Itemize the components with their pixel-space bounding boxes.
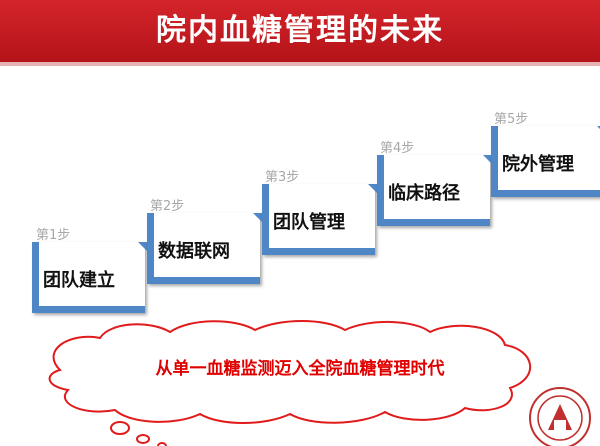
hospital-seal-icon — [529, 387, 591, 446]
step-3: 团队管理 — [262, 184, 382, 255]
step-2: 数据联网 — [147, 213, 267, 284]
step-2-label: 第2步 — [150, 199, 185, 214]
step-1-label: 第1步 — [36, 228, 71, 243]
step-5-label: 第5步 — [494, 112, 529, 127]
step-1-name: 团队建立 — [43, 270, 115, 291]
step-4-label: 第4步 — [380, 141, 415, 156]
step-3-name: 团队管理 — [273, 212, 345, 233]
step-2-name: 数据联网 — [158, 241, 230, 262]
slide-title: 院内血糖管理的未来 — [156, 13, 444, 48]
step-4: 临床路径 — [377, 155, 497, 226]
step-3-label: 第3步 — [265, 170, 300, 185]
title-bar: 院内血糖管理的未来 — [0, 0, 600, 66]
step-4-name: 临床路径 — [388, 183, 460, 204]
step-5-name: 院外管理 — [502, 154, 574, 175]
slogan-text: 从单一血糖监测迈入全院血糖管理时代 — [155, 359, 445, 379]
step-5: 院外管理 — [491, 126, 600, 197]
step-corner-icon — [597, 126, 600, 140]
